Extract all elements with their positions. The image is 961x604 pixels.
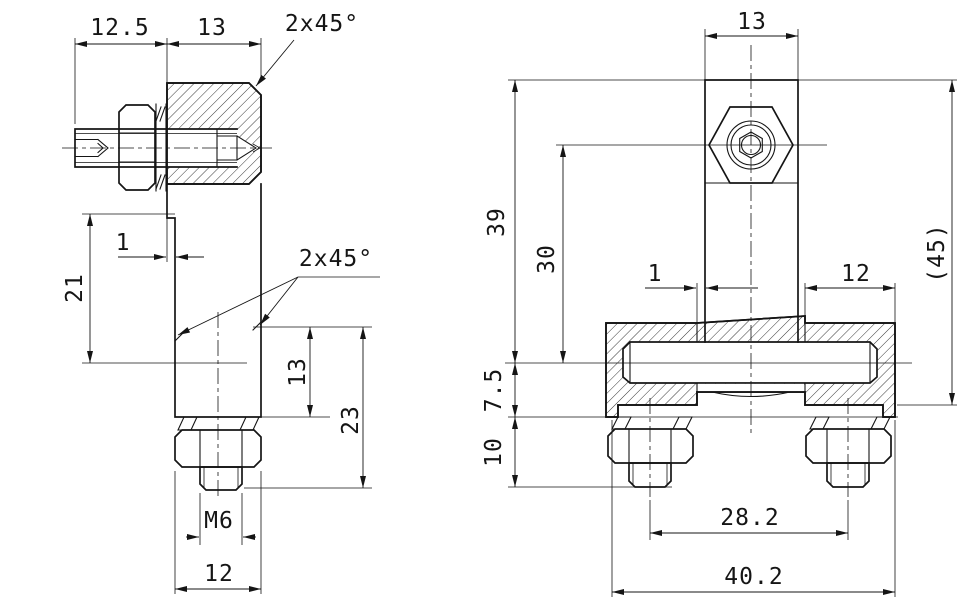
right-view-dimensions: 13 39 30 (45) 1 12 7.5 10	[481, 9, 955, 597]
m6-stud	[199, 466, 243, 491]
dim-flange-width: 12	[841, 261, 871, 287]
chamfer-top-leader	[255, 39, 295, 87]
label-thread-m6: M6	[204, 508, 234, 534]
boss-block-outline	[166, 82, 262, 185]
body-hex-nut	[174, 429, 262, 468]
label-chamfer-top: 2x45°	[285, 11, 359, 37]
screw-lock-washer	[155, 103, 167, 192]
dim-overall-width: 40.2	[724, 564, 783, 590]
dim-body-width: 12	[204, 561, 234, 587]
left-bolt-nut	[607, 428, 694, 464]
clamp-pin	[622, 341, 878, 384]
dim-chamfer-to-seat: 13	[285, 357, 311, 387]
pin-end-chamfers	[629, 341, 871, 384]
dim-overall-height: (45)	[924, 223, 950, 282]
label-chamfer-mid: 2x45°	[299, 246, 373, 272]
dim-step-offset: 1	[116, 230, 131, 256]
dim-top-to-pin: 39	[484, 207, 510, 237]
right-bolt-stud	[826, 462, 870, 488]
left-view-dimensions: 12.5 13 2x45° 1 21 2x45° 13 23	[62, 11, 380, 594]
dim-chamfer-to-stud-end: 23	[338, 405, 364, 435]
right-bolt-washer	[809, 416, 891, 430]
dim-upper-height: 21	[62, 273, 88, 303]
hex-socket-icon	[74, 138, 109, 158]
screw-hex-nut	[118, 104, 156, 191]
right-bolt-nut	[805, 428, 892, 464]
dim-head-length: 12.5	[90, 15, 149, 41]
left-bolt-washer	[611, 416, 693, 430]
drill-cone	[236, 135, 258, 161]
left-bolt	[607, 398, 694, 497]
slot-walls	[696, 315, 806, 393]
dim-seat-to-stud: 10	[481, 437, 507, 467]
drill-cone-mask	[237, 136, 256, 160]
left-bolt-stud	[628, 462, 672, 488]
dim-nut-to-pin: 30	[534, 244, 560, 274]
left-view-side-section: 12.5 13 2x45° 1 21 2x45° 13 23	[62, 11, 380, 594]
center-column	[704, 79, 799, 343]
dim-pin-to-seat: 7.5	[481, 368, 507, 413]
dim-bolt-spacing: 28.2	[720, 505, 779, 531]
dim-boss-width: 13	[197, 15, 227, 41]
right-bolt	[805, 398, 892, 497]
extension-lines	[508, 79, 957, 488]
dim-slot-clearance: 1	[648, 261, 663, 287]
clamp-body	[82, 183, 262, 500]
body-lock-washer	[177, 416, 260, 431]
right-view-front-section: 13 39 30 (45) 1 12 7.5 10	[481, 9, 957, 597]
dim-column-width: 13	[737, 9, 767, 35]
